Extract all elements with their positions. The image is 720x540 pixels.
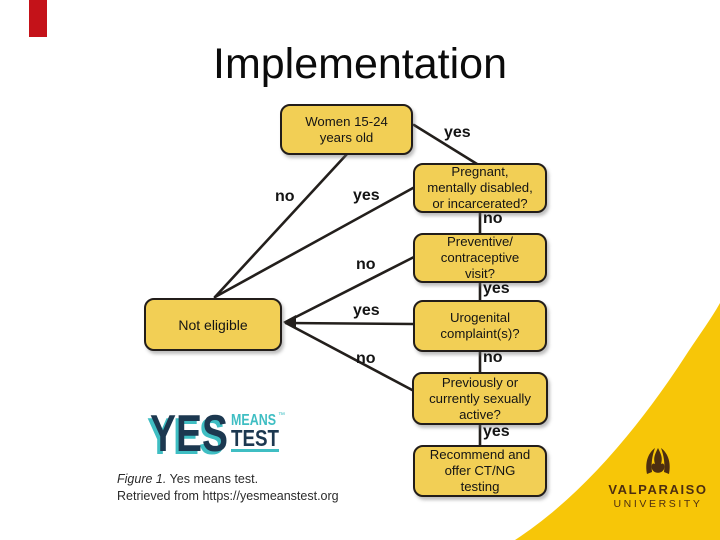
- logo-yes-text: YES: [150, 405, 228, 460]
- yes-means-test-logo: YES YES MEANS ™ TEST: [147, 405, 285, 460]
- label-pregnant-noteligible-yes: yes: [353, 187, 380, 204]
- logo-yes-shadow-text: YES: [147, 408, 225, 460]
- edge-sexuallyactive-noteligible: [284, 321, 416, 393]
- valpo-name: VALPARAISO: [608, 482, 708, 497]
- logo-underline: [231, 449, 279, 452]
- logo-trademark: ™: [278, 412, 285, 419]
- node-urogenital-complaints: Urogenital complaint(s)?: [413, 300, 547, 352]
- node-recommend-ctng-testing: Recommend and offer CT/NG testing: [413, 445, 547, 497]
- edge-preventive-noteligible: [284, 255, 416, 324]
- arrowhead-into-not-eligible: [283, 315, 296, 329]
- node-not-eligible: Not eligible: [144, 298, 282, 351]
- valpo-torch-icon: [646, 448, 670, 474]
- edge-urogenital-noteligible: [284, 321, 415, 326]
- label-sexuallyactive-noteligible-no: no: [356, 350, 376, 367]
- label-pregnant-preventive-no: no: [483, 210, 503, 227]
- node-sexually-active: Previously or currently sexually active?: [412, 372, 548, 425]
- valpo-subname: UNIVERSITY: [613, 498, 703, 510]
- label-urogenital-sexuallyactive-no: no: [483, 349, 503, 366]
- red-corner-marker: [29, 0, 47, 37]
- logo-test-text: TEST: [231, 425, 279, 451]
- caption-figure-label: Figure 1.: [117, 472, 167, 486]
- edge-women-pregnant: [412, 123, 479, 166]
- label-urogenital-noteligible-yes: yes: [353, 302, 380, 319]
- node-preventive-contraceptive-visit: Preventive/ contraceptive visit?: [413, 233, 547, 283]
- label-preventive-urogenital-yes: yes: [483, 280, 510, 297]
- edge-pregnant-noteligible: [213, 186, 415, 299]
- edge-women-noteligible: [213, 152, 349, 299]
- node-pregnant-disabled-incarcerated: Pregnant, mentally disabled, or incarcer…: [413, 163, 547, 213]
- caption-line1: Figure 1. Yes means test.: [117, 471, 339, 488]
- logo-means-text: MEANS: [231, 412, 276, 429]
- figure-caption: Figure 1. Yes means test. Retrieved from…: [117, 471, 339, 505]
- slide-title: Implementation: [213, 40, 507, 88]
- caption-figure-text: Yes means test.: [166, 472, 259, 486]
- label-women-pregnant-yes: yes: [444, 124, 471, 141]
- label-sexuallyactive-recommend-yes: yes: [483, 423, 510, 440]
- caption-line2: Retrieved from https://yesmeanstest.org: [117, 489, 339, 503]
- label-preventive-noteligible-no: no: [356, 256, 376, 273]
- valparaiso-wordmark: VALPARAISO UNIVERSITY: [595, 444, 720, 510]
- label-women-noteligible-no: no: [275, 188, 295, 205]
- node-women-15-24: Women 15-24 years old: [280, 104, 413, 155]
